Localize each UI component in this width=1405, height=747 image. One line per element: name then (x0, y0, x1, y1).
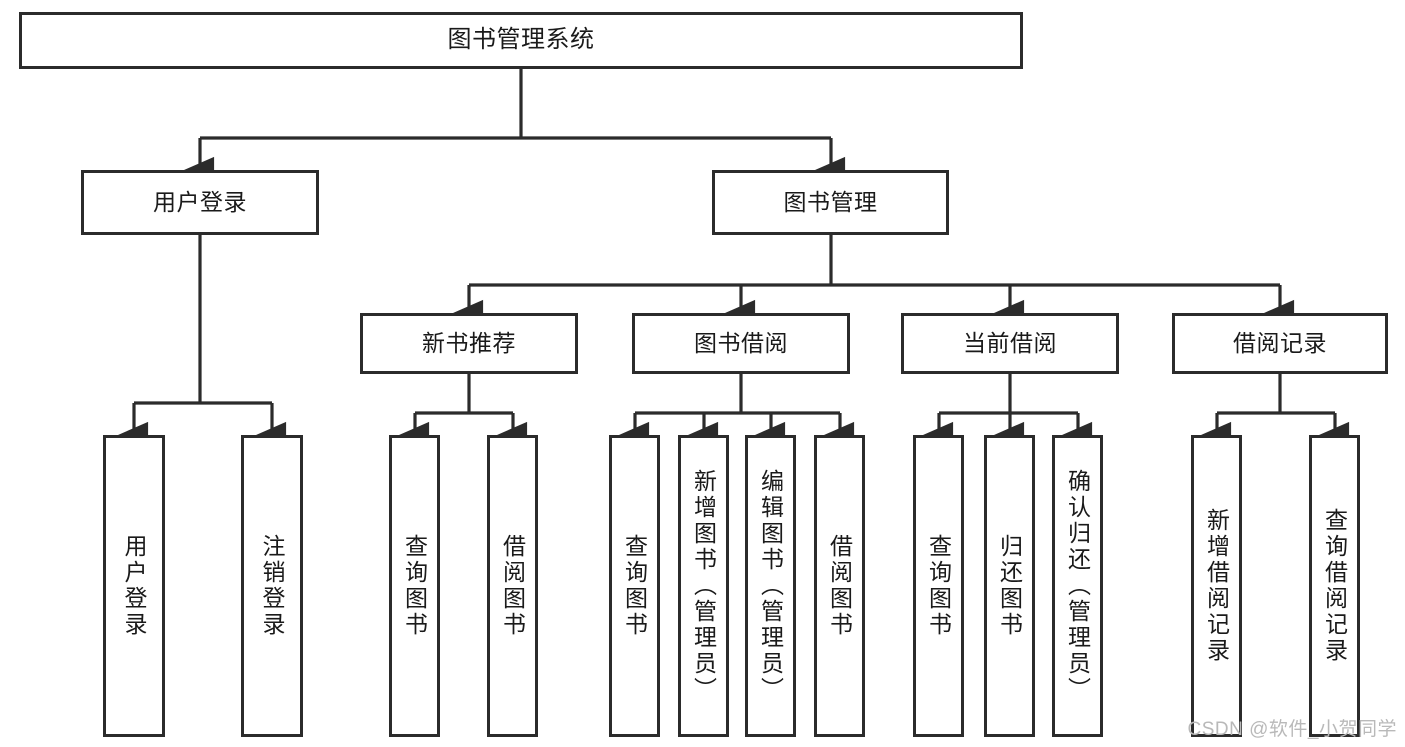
leaf-borrow-book-rec-label: 借阅图书 (499, 534, 526, 638)
leaf-query-book-rec[interactable]: 查询图书 (389, 435, 440, 737)
leaf-borrow-book-label: 借阅图书 (826, 534, 853, 638)
leaf-query-record-label: 查询借阅记录 (1321, 508, 1348, 664)
node-new-book-rec-label: 新书推荐 (422, 329, 516, 356)
node-book-manage[interactable]: 图书管理 (712, 170, 949, 235)
leaf-add-record-label: 新增借阅记录 (1203, 508, 1230, 664)
leaf-borrow-book-rec[interactable]: 借阅图书 (487, 435, 538, 737)
leaf-add-book[interactable]: 新增图书（管理员） (678, 435, 729, 737)
leaf-add-record[interactable]: 新增借阅记录 (1191, 435, 1242, 737)
leaf-confirm-return[interactable]: 确认归还（管理员） (1052, 435, 1103, 737)
leaf-edit-book-label: 编辑图书（管理员） (757, 469, 784, 703)
leaf-return-book[interactable]: 归还图书 (984, 435, 1035, 737)
leaf-return-book-label: 归还图书 (996, 534, 1023, 638)
leaf-user-login[interactable]: 用户登录 (103, 435, 165, 737)
leaf-user-login-label: 用户登录 (121, 534, 147, 638)
leaf-edit-book[interactable]: 编辑图书（管理员） (745, 435, 796, 737)
leaf-query-book-cur-label: 查询图书 (925, 534, 952, 638)
leaf-query-book-rec-label: 查询图书 (401, 534, 428, 638)
node-book-manage-label: 图书管理 (783, 188, 878, 215)
node-root[interactable]: 图书管理系统 (19, 12, 1023, 69)
leaf-user-logout[interactable]: 注销登录 (241, 435, 303, 737)
leaf-borrow-book[interactable]: 借阅图书 (814, 435, 865, 737)
leaf-user-logout-label: 注销登录 (259, 534, 285, 638)
node-root-label: 图书管理系统 (447, 26, 595, 54)
node-book-borrow-label: 图书借阅 (694, 329, 788, 356)
node-borrow-record[interactable]: 借阅记录 (1172, 313, 1388, 374)
watermark-text: CSDN @软件_小贺同学 (1187, 719, 1397, 740)
node-current-borrow[interactable]: 当前借阅 (901, 313, 1119, 374)
node-new-book-rec[interactable]: 新书推荐 (360, 313, 578, 374)
node-current-borrow-label: 当前借阅 (963, 329, 1057, 356)
leaf-query-book-cur[interactable]: 查询图书 (913, 435, 964, 737)
leaf-query-book-borrow-label: 查询图书 (621, 534, 648, 638)
node-user-login[interactable]: 用户登录 (81, 170, 319, 235)
leaf-confirm-return-label: 确认归还（管理员） (1064, 469, 1091, 703)
leaf-query-record[interactable]: 查询借阅记录 (1309, 435, 1360, 737)
node-user-login-label: 用户登录 (153, 188, 247, 215)
node-book-borrow[interactable]: 图书借阅 (632, 313, 850, 374)
leaf-query-book-borrow[interactable]: 查询图书 (609, 435, 660, 737)
leaf-add-book-label: 新增图书（管理员） (690, 469, 717, 703)
node-borrow-record-label: 借阅记录 (1233, 329, 1327, 356)
